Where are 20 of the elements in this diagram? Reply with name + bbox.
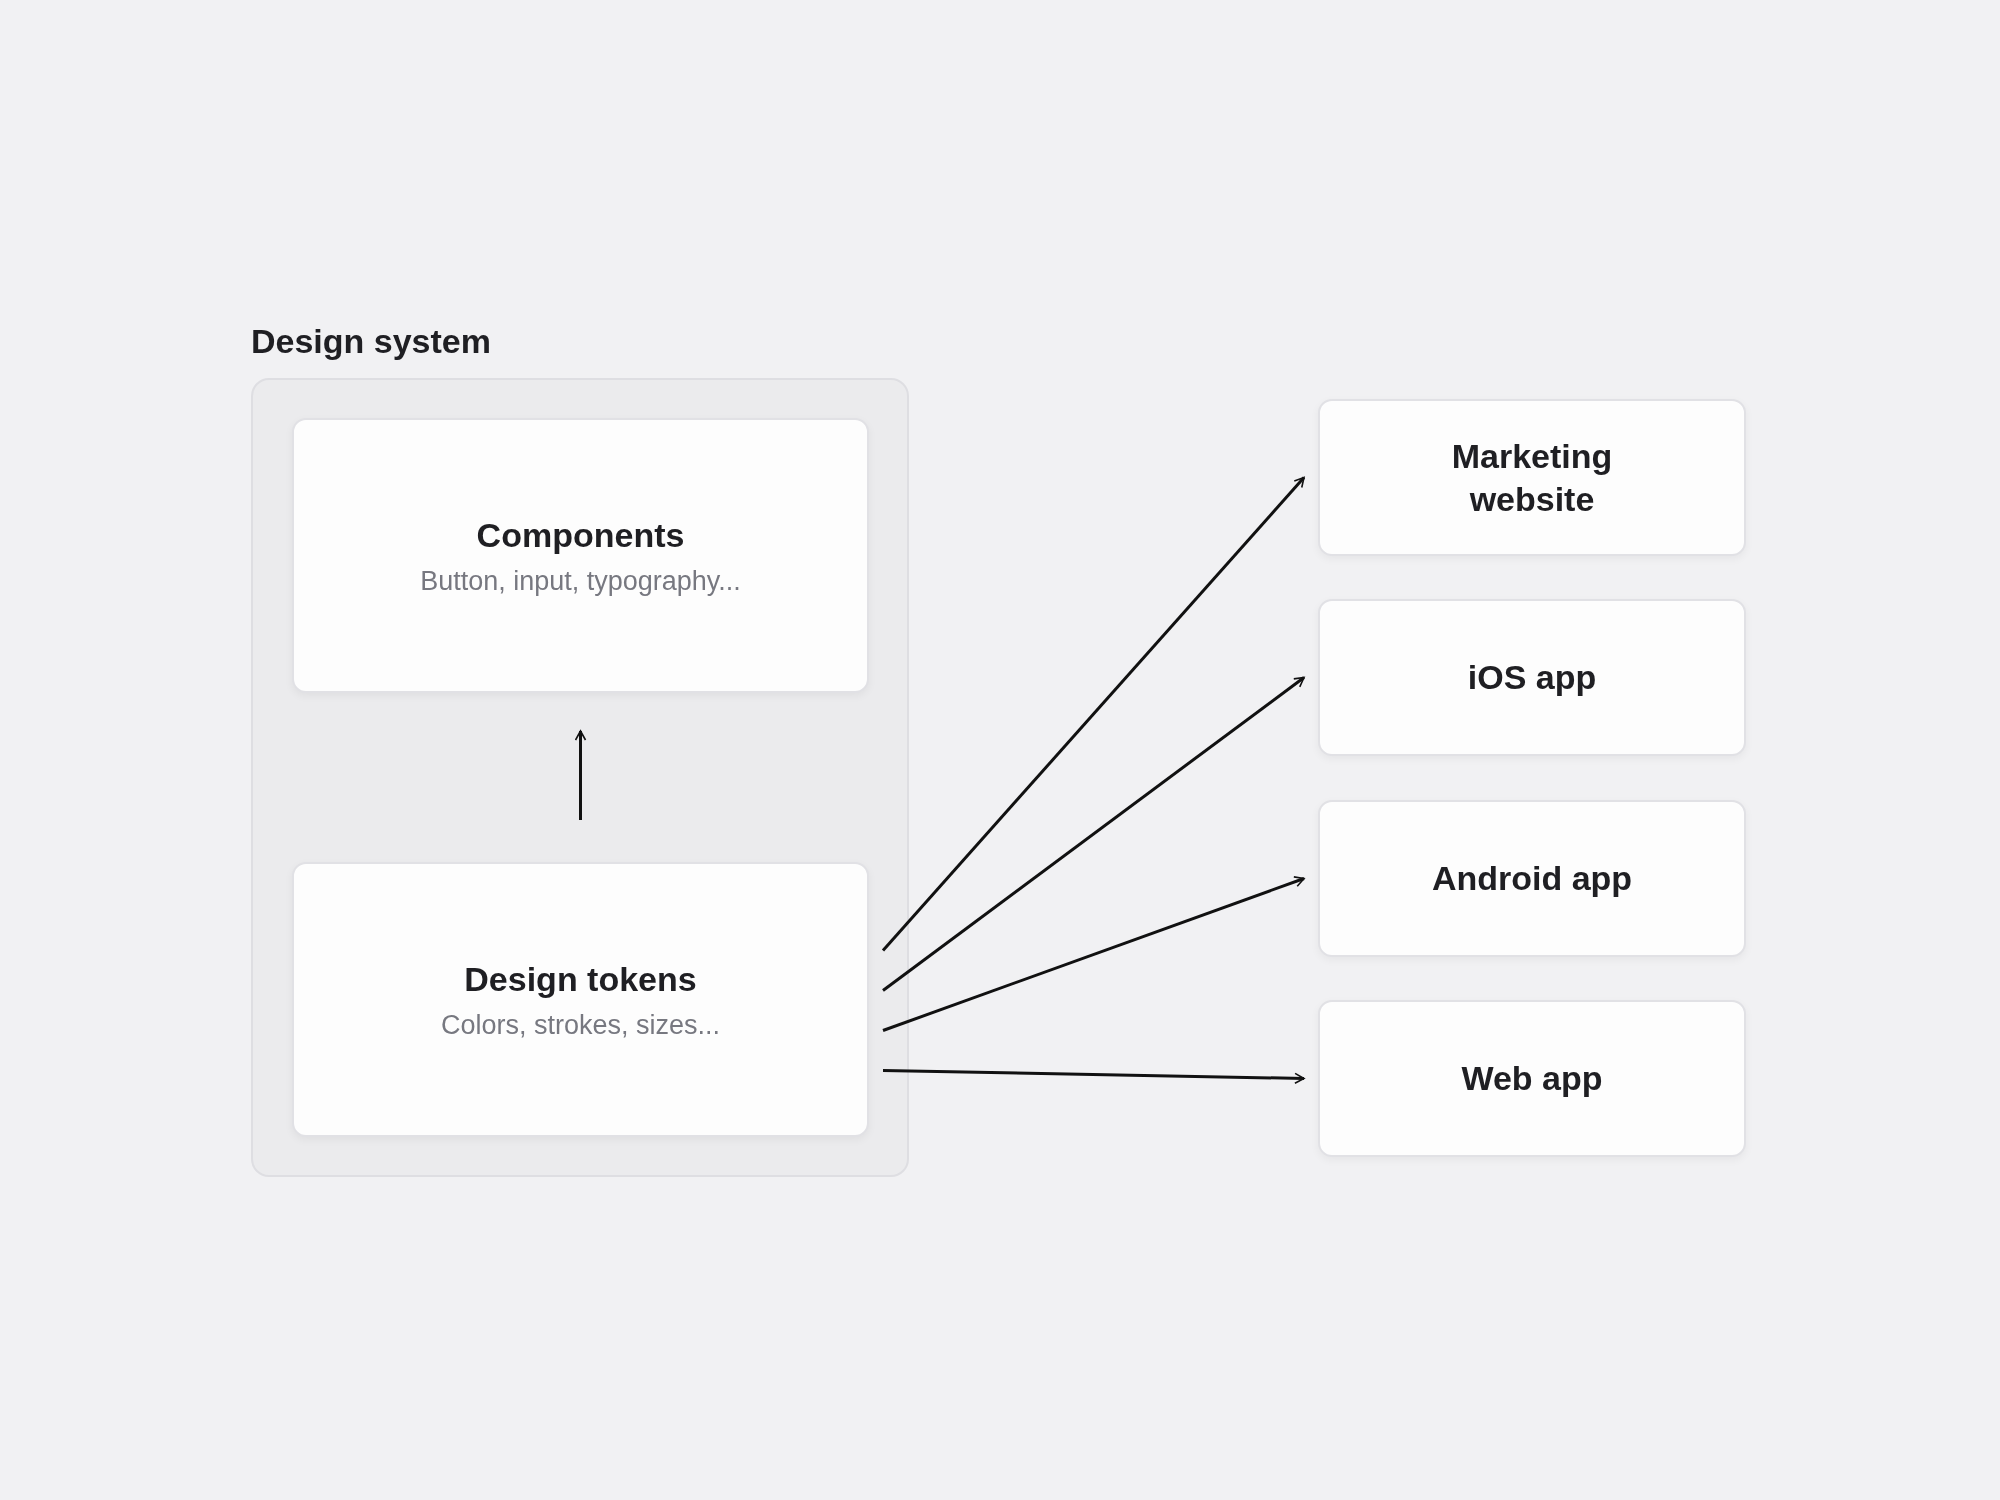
card-title: Components [476,514,685,556]
card [1318,599,1746,756]
card-title: Marketing website [1450,436,1614,520]
card [292,418,869,693]
card [1318,800,1746,957]
arrow [881,476,1306,952]
card [292,862,869,1137]
card [1318,1000,1746,1157]
card-title: Web app [1461,1058,1603,1100]
card-title: iOS app [1467,657,1597,699]
arrow [882,1069,1305,1085]
card-subtitle: Colors, strokes, sizes... [440,1010,721,1042]
arrow [574,730,587,820]
card [1318,399,1746,556]
card-title: Design tokens [464,958,697,1000]
arrow [882,876,1305,1032]
card-title: Android app [1431,858,1633,900]
card-subtitle: Button, input, typography... [420,566,741,598]
arrow [882,676,1305,992]
group-heading: Design system [251,322,491,361]
